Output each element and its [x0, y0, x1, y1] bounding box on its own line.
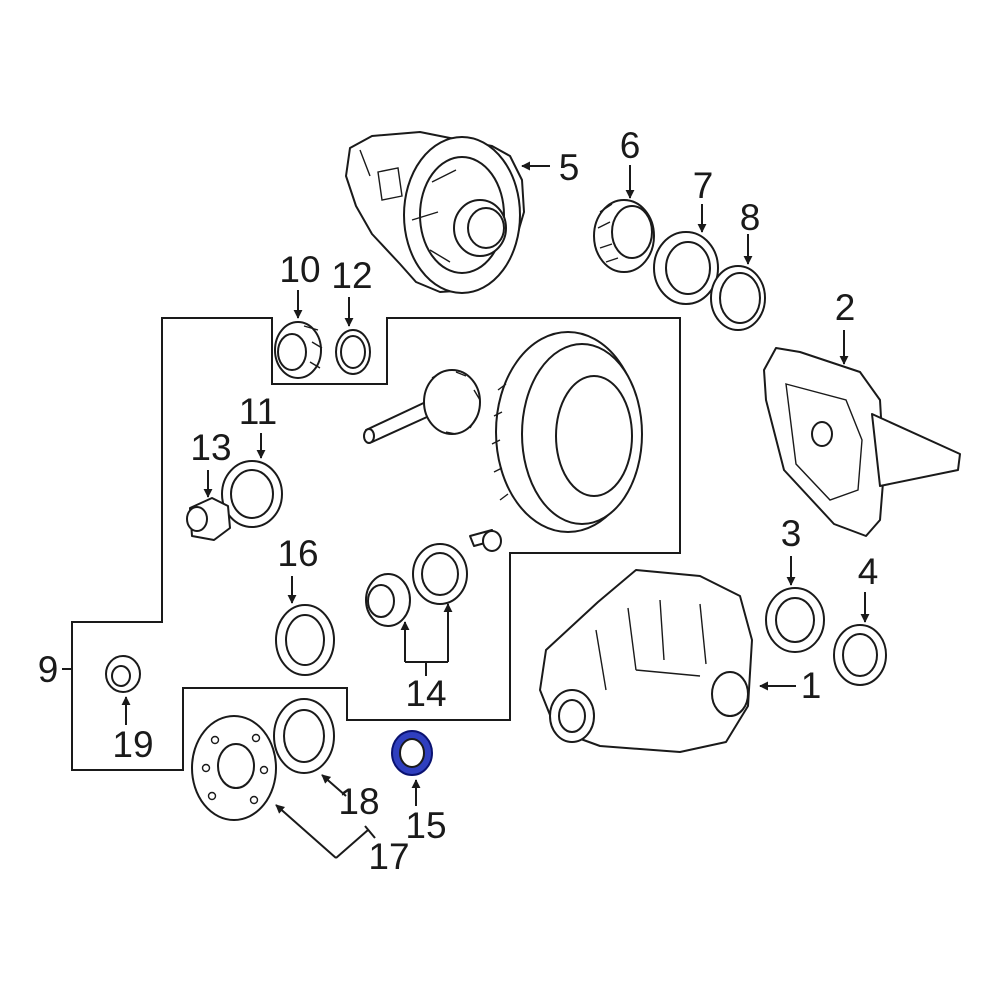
callout-1: 1: [801, 665, 822, 706]
group-outline: [71, 317, 681, 771]
callout-14: 14: [405, 673, 446, 714]
part-4-seal[interactable]: [833, 624, 887, 686]
part-1-housing[interactable]: [539, 569, 753, 753]
part-5-differential-case[interactable]: [345, 131, 525, 294]
callout-17: 17: [368, 836, 409, 877]
callout-8: 8: [740, 197, 761, 238]
part-18-deflector[interactable]: [273, 698, 335, 774]
part-12-shim[interactable]: [335, 329, 371, 375]
part-15-seal-highlighted[interactable]: [391, 730, 433, 776]
drive-pinion[interactable]: [363, 369, 481, 444]
part-16-seal[interactable]: [275, 604, 335, 676]
callout-6: 6: [620, 125, 641, 166]
leader-lines: [62, 161, 870, 859]
part-13-spacer[interactable]: [186, 497, 231, 541]
part-2-cover[interactable]: [763, 347, 961, 537]
part-7-race[interactable]: [653, 231, 719, 305]
ring-gear-bolt[interactable]: [469, 529, 502, 552]
callout-labels: 5 6 7 8 2 10 12 11 13 16 14 3 4 1 9 19 1…: [38, 125, 879, 877]
part-19-nut[interactable]: [105, 655, 141, 693]
callout-10: 10: [279, 249, 320, 290]
part-10-bearing[interactable]: [274, 321, 323, 379]
callout-18: 18: [338, 781, 379, 822]
callout-5: 5: [559, 147, 580, 188]
callout-7: 7: [693, 165, 714, 206]
callout-11: 11: [239, 391, 277, 432]
part-8-shim[interactable]: [710, 265, 766, 331]
part-3-bearing-cup[interactable]: [765, 587, 825, 653]
callout-16: 16: [277, 533, 318, 574]
callout-4: 4: [858, 551, 879, 592]
callout-9: 9: [38, 649, 59, 690]
callout-3: 3: [781, 513, 802, 554]
part-6-bearing[interactable]: [593, 199, 655, 273]
callout-15: 15: [405, 805, 446, 846]
callout-2: 2: [835, 287, 856, 328]
callout-13: 13: [190, 427, 231, 468]
callout-19: 19: [112, 724, 153, 765]
part-17-flange[interactable]: [191, 715, 277, 821]
part-11-bearing-cup[interactable]: [221, 460, 283, 528]
callout-12: 12: [331, 255, 372, 296]
part-14-bearing[interactable]: [365, 543, 468, 627]
ring-gear[interactable]: [491, 331, 643, 533]
